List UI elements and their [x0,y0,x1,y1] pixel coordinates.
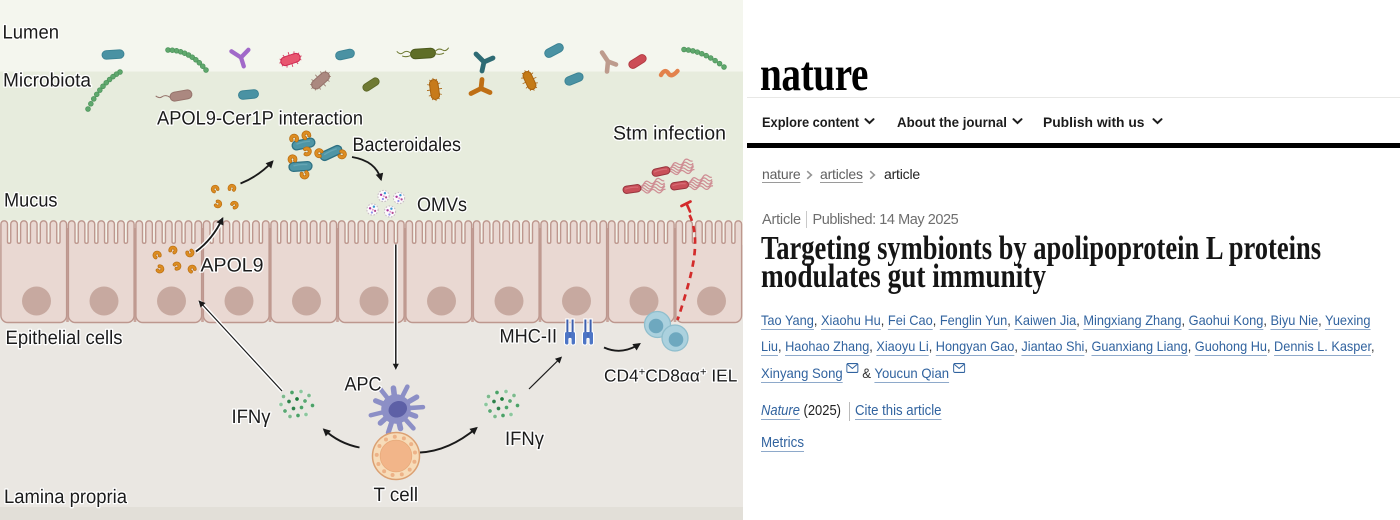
svg-text:Lamina propria: Lamina propria [4,486,127,508]
svg-text:MHC-II: MHC-II [500,326,558,348]
svg-text:OMVs: OMVs [417,194,467,216]
svg-text:Mucus: Mucus [4,190,58,212]
svg-text:CD4+CD8αα+ IEL: CD4+CD8αα+ IEL [604,366,738,386]
svg-text:Epithelial cells: Epithelial cells [6,327,123,349]
svg-text:Bacteroidales: Bacteroidales [353,134,462,156]
svg-text:APC: APC [345,374,382,396]
svg-text:APOL9: APOL9 [201,255,264,277]
svg-text:T cell: T cell [374,484,419,506]
svg-text:Stm infection: Stm infection [613,123,726,145]
svg-text:Lumen: Lumen [3,22,60,44]
svg-text:APOL9-Cer1P interaction: APOL9-Cer1P interaction [157,108,363,130]
svg-text:Microbiota: Microbiota [3,70,91,92]
svg-text:IFNγ: IFNγ [232,406,271,428]
svg-text:IFNγ: IFNγ [505,428,544,450]
